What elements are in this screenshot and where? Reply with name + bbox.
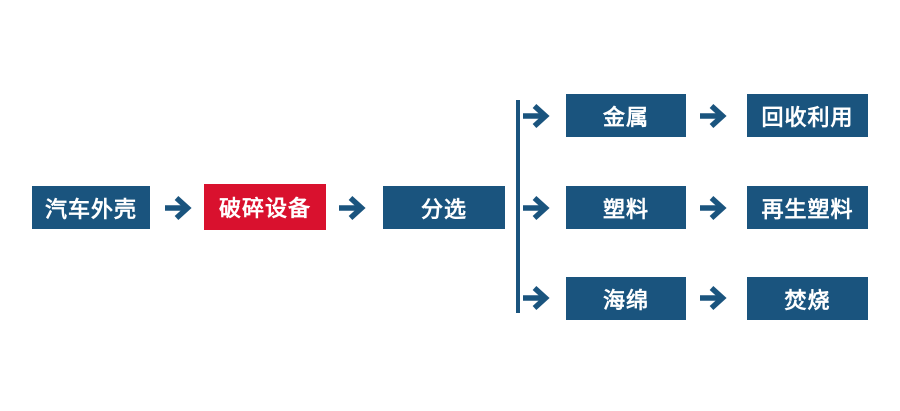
node-plastic-label: 塑料: [602, 197, 649, 223]
node-car-shell: 汽车外壳: [32, 186, 150, 229]
node-recycled-plastic: 再生塑料: [747, 186, 868, 229]
arrow-right-icon: [337, 194, 367, 222]
node-car-shell-label: 汽车外壳: [44, 197, 137, 223]
node-metal-label: 金属: [602, 105, 649, 131]
node-recycling: 回收利用: [747, 94, 868, 137]
arrow-right-icon: [521, 284, 551, 312]
node-incineration-label: 焚烧: [784, 288, 831, 314]
arrow-right-icon: [521, 102, 551, 130]
node-recycling-label: 回收利用: [761, 105, 854, 131]
node-incineration: 焚烧: [747, 277, 868, 320]
arrow-right-icon: [163, 194, 193, 222]
node-sponge-label: 海绵: [602, 288, 649, 314]
node-metal: 金属: [566, 94, 686, 137]
arrow-right-icon: [521, 194, 551, 222]
arrow-right-icon: [698, 284, 728, 312]
node-sorting-label: 分选: [420, 197, 467, 223]
arrow-right-icon: [698, 102, 728, 130]
node-sorting: 分选: [383, 186, 505, 229]
node-recycled-plastic-label: 再生塑料: [761, 197, 854, 223]
node-plastic: 塑料: [566, 186, 686, 229]
branch-connector-line: [516, 100, 520, 313]
node-crushing-equipment: 破碎设备: [204, 184, 326, 230]
node-sponge: 海绵: [566, 277, 686, 320]
arrow-right-icon: [698, 194, 728, 222]
node-crushing-equipment-label: 破碎设备: [218, 197, 311, 222]
